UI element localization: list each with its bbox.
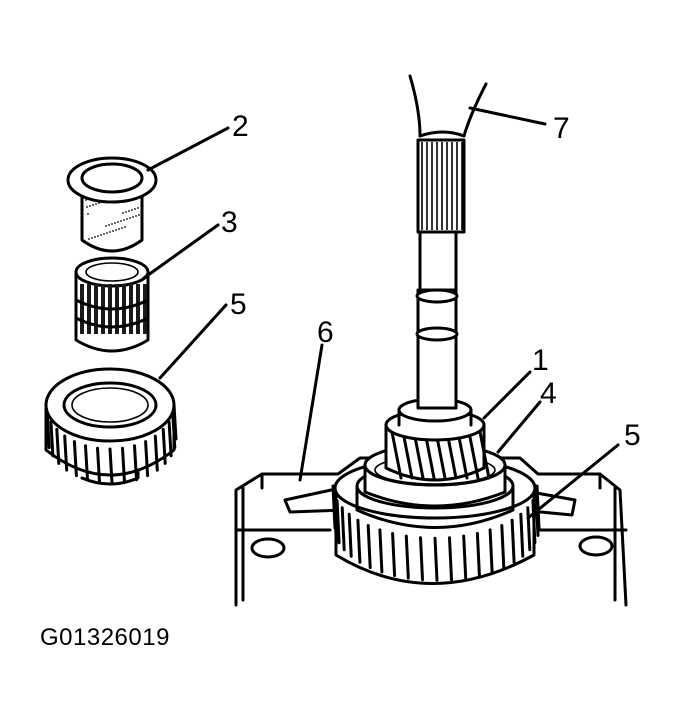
leader-lines bbox=[142, 106, 620, 520]
callout-6: 6 bbox=[317, 316, 334, 349]
cup-part-2 bbox=[66, 156, 158, 253]
callout-5-left: 5 bbox=[230, 288, 247, 321]
needle-bearing-part-3 bbox=[74, 256, 150, 353]
callout-4: 4 bbox=[540, 377, 557, 410]
figure-id: G01326019 bbox=[40, 624, 170, 651]
callout-2: 2 bbox=[232, 110, 249, 143]
shaft bbox=[408, 74, 488, 410]
gear-1-helical bbox=[384, 397, 491, 482]
callout-3: 3 bbox=[221, 206, 238, 239]
callout-5-right: 5 bbox=[624, 419, 641, 452]
gear-part-5 bbox=[44, 367, 178, 486]
callout-7: 7 bbox=[553, 112, 570, 145]
callout-1: 1 bbox=[532, 344, 549, 377]
